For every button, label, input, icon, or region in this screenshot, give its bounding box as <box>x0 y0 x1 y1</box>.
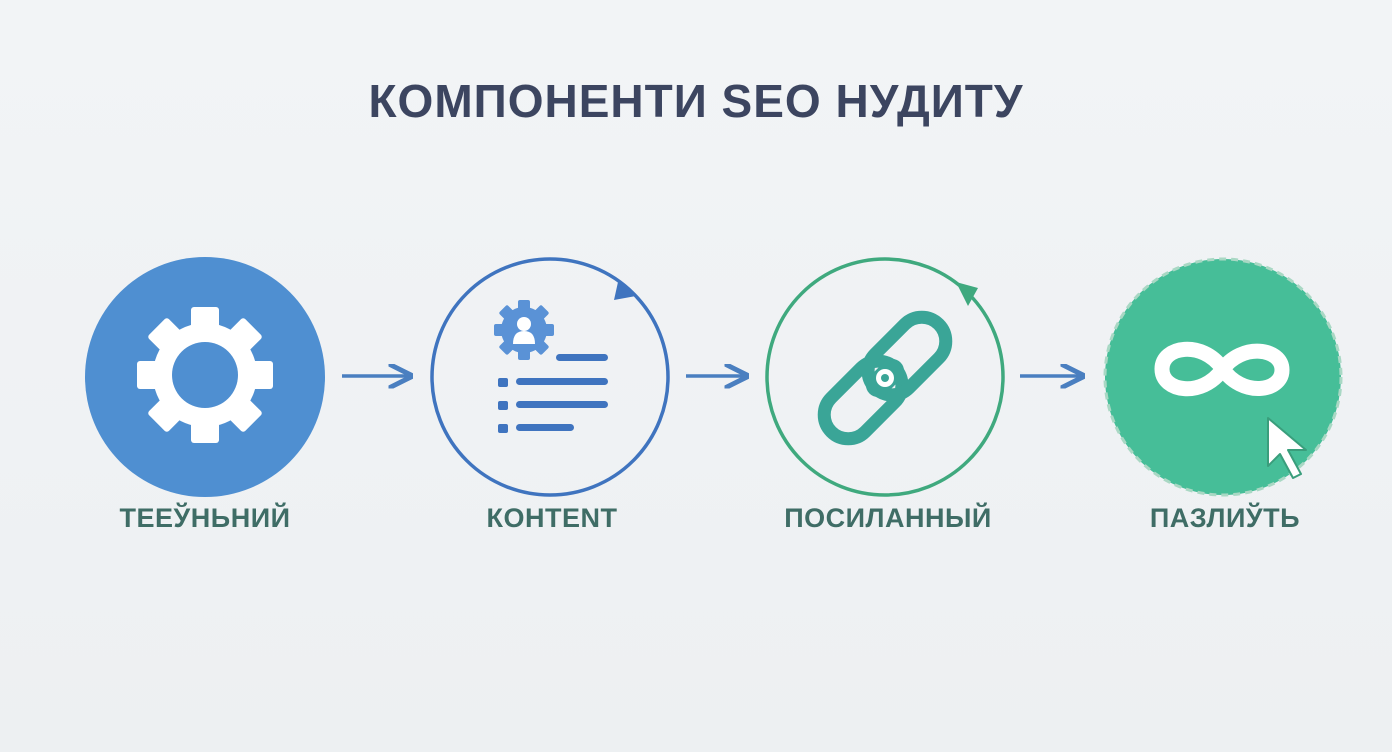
step-technical <box>85 257 325 497</box>
chain-link-icon <box>817 310 953 446</box>
infinity-cursor-icon <box>1154 341 1307 479</box>
cycle-arrow-icon <box>956 282 978 306</box>
diagram-title: КОМПОНЕНТИ SEO НУДИТУ <box>368 75 1024 127</box>
step-content-circle <box>430 257 670 497</box>
step-label-content: КОНТЕNТ <box>486 503 618 533</box>
content-list-icon <box>494 300 608 433</box>
step-label-technical: ТЕЕЎНЬНИЙ <box>119 503 291 533</box>
step-label-analysis: ПАЗЛИЎТЬ <box>1149 503 1301 533</box>
cursor-icon <box>1267 417 1307 479</box>
step-links <box>765 257 1005 497</box>
step-label-links: ПОСИЛАННЫЙ <box>784 503 992 533</box>
step-analysis <box>1103 257 1343 497</box>
step-links-circle <box>765 257 1005 497</box>
gear-icon <box>137 307 273 443</box>
cycle-arrow-icon <box>614 282 636 300</box>
step-content <box>430 257 670 497</box>
